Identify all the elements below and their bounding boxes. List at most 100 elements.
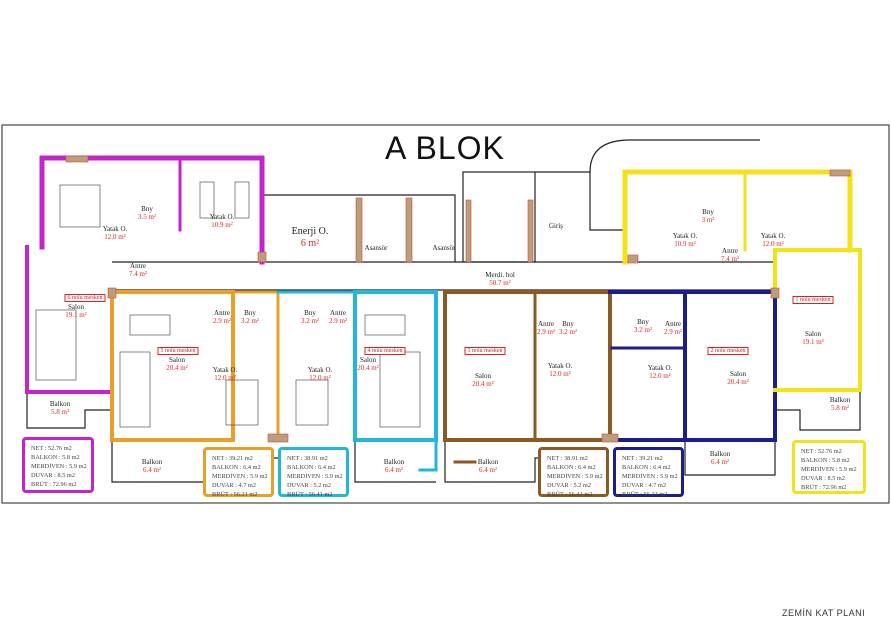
summary-line: BALKON : 6.4 m2 (212, 464, 261, 471)
summary-line: BALKON : 6.4 m2 (287, 464, 336, 471)
room-area: 6.4 m² (710, 458, 730, 467)
unit-tag: 4 nolu mesken (364, 347, 406, 355)
room-area: 6.4 m² (142, 466, 162, 475)
room-area: 12.0 m² (104, 233, 126, 242)
unit-area-summary: NET : 39.21 m2 BALKON : 6.4 m2 MERDİVEN : … (203, 447, 274, 498)
room-name: Asansör (364, 244, 388, 252)
room-label: Yatak O.12.0 m² (308, 366, 333, 382)
summary-line: MERDİVEN : 5.9 m2 (622, 473, 678, 480)
room-area: 12.0 m² (649, 372, 671, 381)
room-label: Yatak O.12.0 m² (548, 362, 573, 378)
plan-footer-label: ZEMİN KAT PLANI (782, 608, 866, 618)
summary-line: BRÜT : 56.41 m2 (547, 491, 593, 498)
room-area: 3.2 m² (240, 317, 260, 326)
room-name: Yatak O. (760, 232, 786, 240)
room-label: Asansör (365, 244, 388, 252)
room-area: 5.8 m² (830, 404, 850, 413)
room-area: 7.4 m² (128, 270, 148, 279)
room-name: Balkon (709, 450, 731, 458)
room-name: Bny (304, 309, 316, 317)
room-name: Antre (130, 262, 146, 270)
room-name: Yatak O. (547, 362, 573, 370)
room-area: 3.2 m² (300, 317, 320, 326)
room-label: Yatak O.12.0 m² (648, 364, 673, 380)
room-area: 12.0 m² (762, 240, 784, 249)
room-name: Enerji O. (291, 226, 329, 237)
summary-line: BRÜT : 56.21 m2 (212, 491, 258, 498)
room-area: 50.7 m² (489, 279, 511, 288)
room-name: Salon (360, 356, 376, 364)
summary-line: BRÜT : 56.41 m2 (287, 491, 333, 498)
room-name: Balkon (829, 396, 851, 404)
room-label: Yatak O.10.9 m² (210, 213, 235, 229)
summary-line: DUVAR : 4.7 m2 (622, 482, 666, 489)
room-name: Salon (169, 356, 185, 364)
room-name: Salon (68, 303, 84, 311)
unit-tag: 6 nolu mesken (64, 294, 106, 302)
room-name: Bny (637, 318, 649, 326)
summary-line: BALKON : 6.4 m2 (547, 464, 596, 471)
room-area: 3.5 m² (137, 213, 157, 222)
summary-line: MERDİVEN : 5.9 m2 (547, 473, 603, 480)
summary-line: DUVAR : 4.7 m2 (212, 482, 256, 489)
room-area: 19.1 m² (65, 311, 87, 320)
room-name: Salon (730, 370, 746, 378)
summary-line: BRÜT : 72.96 m2 (801, 484, 847, 491)
unit-tag: 1 nolu mesken (792, 296, 834, 304)
room-name: Yatak O. (647, 364, 673, 372)
room-name: Balkon (383, 458, 405, 466)
room-area: 6.4 m² (384, 466, 404, 475)
room-name: Yatak O. (307, 366, 333, 374)
room-area: 2.9 m² (212, 317, 232, 326)
room-area: 3 m² (701, 216, 715, 225)
room-name: Yatak O. (212, 366, 238, 374)
room-name: Bny (141, 205, 153, 213)
room-area: 12.0 m² (214, 374, 236, 383)
plan-frame (1, 124, 890, 504)
room-label: Enerji O.6 m² (292, 226, 329, 249)
room-area: 20.4 m² (357, 364, 379, 373)
summary-line: MERDİVEN : 5.9 m2 (212, 473, 268, 480)
summary-line: NET : 38.91 m2 (287, 455, 328, 462)
room-area: 10.9 m² (211, 221, 233, 230)
room-area: 10.9 m² (674, 240, 696, 249)
room-name: Bny (562, 320, 574, 328)
room-area: 20.4 m² (727, 378, 749, 387)
room-name: Balkon (141, 458, 163, 466)
summary-line: BALKON : 6.4 m2 (622, 464, 671, 471)
summary-line: DUVAR : 8.5 m2 (31, 472, 75, 479)
room-label: Asansör (433, 244, 456, 252)
room-area: 3.2 m² (558, 328, 578, 337)
room-label: Yatak O.10.9 m² (673, 232, 698, 248)
room-name: Antre (538, 320, 554, 328)
room-name: Bny (702, 208, 714, 216)
room-label: Yatak O.12.0 m² (103, 225, 128, 241)
furniture (35, 181, 421, 428)
room-area: 20.4 m² (472, 380, 494, 389)
room-name: Salon (805, 330, 821, 338)
summary-line: DUVAR : 5.2 m2 (547, 482, 591, 489)
room-name: Salon (475, 372, 491, 380)
summary-line: NET : 39.21 m2 (212, 455, 253, 462)
